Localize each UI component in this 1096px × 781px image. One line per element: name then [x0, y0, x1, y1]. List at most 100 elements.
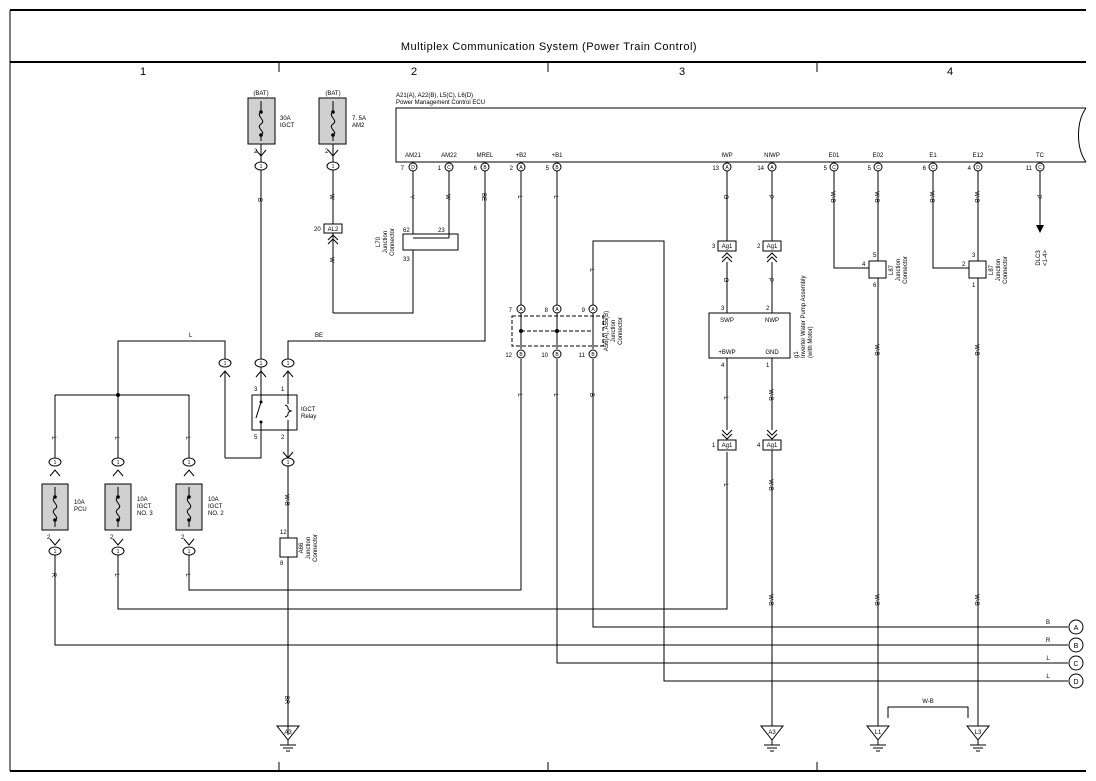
pump-terminal: GND	[765, 350, 779, 356]
terminal-number: 5	[873, 253, 877, 259]
terminal-number: 1	[54, 460, 57, 466]
terminal-number: 23	[438, 228, 445, 234]
component-label: Junction	[996, 259, 1002, 281]
component-label: Inverter Water Pump Assembly	[801, 276, 807, 358]
terminal-number: 12	[505, 353, 512, 359]
component-label: Junction	[383, 231, 389, 253]
diagram-title: Multiplex Communication System (Power Tr…	[401, 41, 697, 53]
pin-name: +B1	[552, 153, 564, 159]
terminal-number: 1	[287, 361, 290, 367]
fuse-rating: 7. 5A	[352, 116, 366, 122]
ecu-pin-b2: +B2 2 A	[510, 153, 527, 172]
ground-label: A3	[768, 730, 776, 736]
pin-name: E1	[929, 153, 937, 159]
wire-l-top: L	[117, 333, 226, 395]
pump-terminal: NWP	[765, 318, 779, 324]
pin-number: 5	[824, 166, 828, 172]
terminal-number: 1	[972, 283, 976, 289]
component-id: A66	[299, 542, 305, 553]
pin-connector: B	[519, 352, 523, 358]
pin-connector: C	[832, 165, 836, 171]
wire-color: L	[184, 573, 190, 577]
wire-color: B	[256, 198, 262, 202]
fuse-10a-igct-no3: 1 10A IGCT NO. 3 2 1 L	[104, 452, 728, 610]
pin-name: +B2	[516, 153, 528, 159]
offpage-c: C	[1073, 661, 1078, 668]
pin-number: 6	[474, 166, 478, 172]
wire-color: G	[722, 278, 728, 283]
fuse-10a-pcu: 1 10A PCU 2 1 R	[41, 457, 1068, 646]
terminal-number: 8	[280, 561, 284, 567]
column-label: 3	[679, 66, 685, 78]
column-label: 2	[411, 66, 417, 78]
terminal-number: 9	[582, 308, 586, 314]
pin-name: E12	[973, 153, 984, 159]
ground-label: A3	[284, 730, 292, 736]
wire-color: B	[588, 393, 594, 397]
wire-color: W	[444, 194, 450, 200]
pin-number: 2	[510, 166, 514, 172]
pin-connector: A	[519, 307, 523, 313]
fuse-name: AM2	[352, 123, 365, 129]
fuse-name: NO. 3	[137, 511, 153, 517]
wire-am2: 1 W AL2 20 W	[314, 144, 414, 314]
component-label: Connector	[618, 317, 624, 345]
wire-color: Y	[408, 195, 414, 199]
relay-pin: 2	[281, 435, 285, 441]
wire-color: L	[722, 483, 728, 487]
ecu-connectors-label: A21(A), A22(B), L5(C), L6(D)	[396, 93, 473, 99]
relay-pin: 5	[254, 435, 258, 441]
component-id: L87	[889, 264, 895, 275]
wire-color: G	[722, 195, 728, 200]
power-management-ecu: A21(A), A22(B), L5(C), L6(D) Power Manag…	[395, 93, 1087, 163]
ground-label: L1	[875, 730, 882, 736]
wire-color: P	[1035, 195, 1041, 199]
terminal-number: 1	[117, 460, 120, 466]
ground-l1: L1	[865, 725, 891, 752]
wire-color: W-B	[767, 389, 773, 401]
l87-junction-connector-a: W-B W-B 5 4 6 L87 Junction Connector W-B…	[829, 171, 909, 726]
terminal-number: 1	[260, 164, 263, 170]
wire-color: P	[767, 278, 773, 282]
bat-label: (BAT)	[325, 91, 340, 97]
ground-a3-left: A3	[275, 725, 301, 752]
l87-junction-connector-b: W-B W-B 3 2 1 L87 Junction Connector W-B…	[887, 171, 1009, 726]
terminal-number: 20	[314, 227, 321, 233]
offpage-b: B	[1074, 643, 1079, 650]
terminal-number: 1	[188, 460, 191, 466]
pump-terminal: SWP	[720, 318, 734, 324]
wire-color: W-B	[873, 594, 879, 606]
component-label: Junction	[306, 537, 312, 559]
component-id: L87	[989, 264, 995, 275]
pin-connector: C	[1038, 165, 1042, 171]
terminal-number: 3	[712, 244, 716, 250]
relay-input-connectors: 1 1 1	[218, 358, 295, 458]
fuse-10a-igct-no2: 1 10A IGCT NO. 2 2 1 L	[175, 359, 522, 591]
wire-color: L	[113, 573, 119, 577]
terminal-number: 2	[254, 149, 258, 155]
ecu-name-label: Power Management Control ECU	[396, 100, 485, 106]
a56-junction-connector: L L L A 7 A 8 A 9 B 12 B 10 B 11 A56(A),…	[505, 171, 1068, 682]
terminal-number: 7	[509, 308, 513, 314]
pin-number: 6	[923, 166, 927, 172]
terminal-number: 1	[766, 363, 770, 369]
terminal-number: 4	[721, 363, 725, 369]
ground-a3-right: A3	[759, 725, 785, 752]
terminal-number: 12	[280, 530, 287, 536]
wire-color: L	[113, 436, 119, 440]
wire-color: L	[1046, 656, 1050, 662]
terminal-number: 1	[712, 443, 716, 449]
ecu-pin-niwp: NIWP 14 A	[757, 153, 780, 172]
pin-number: 7	[401, 166, 405, 172]
component-label: Junction	[611, 320, 617, 342]
pin-connector: C	[447, 165, 451, 171]
pin-number: 5	[868, 166, 872, 172]
terminal-number: 2	[325, 149, 329, 155]
pin-number: 4	[968, 166, 972, 172]
relay-name: Relay	[301, 414, 316, 420]
component-label: (with Motor)	[808, 326, 814, 358]
left-bus: L L L	[50, 393, 190, 458]
component-label: Junction	[896, 259, 902, 281]
connector-ag1: Ag1	[722, 443, 733, 449]
offpage-a: A	[1074, 625, 1079, 632]
